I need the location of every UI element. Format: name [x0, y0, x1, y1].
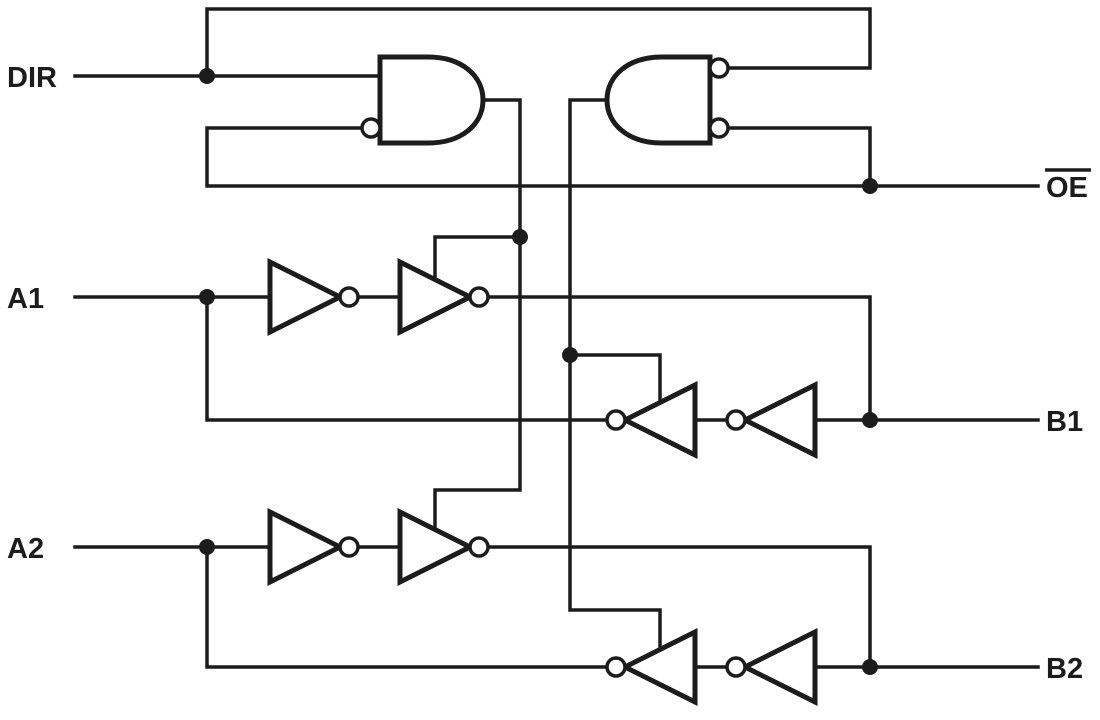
label-a2: A2 — [7, 533, 44, 565]
junction-b2 — [862, 659, 878, 675]
bubble-gate2-oe-input-icon — [708, 117, 730, 139]
buffer-b2-stage2 — [619, 627, 698, 707]
junction-dots — [199, 68, 878, 675]
buffer-b1-stage2 — [619, 380, 698, 460]
label-b1: B1 — [1046, 406, 1083, 438]
buffers — [267, 257, 818, 707]
junction-b-enable — [562, 347, 578, 363]
pin-labels: DIR A1 A2 OE B1 B2 — [7, 62, 1091, 685]
buffer-a2-stage2 — [397, 507, 476, 587]
bubble-gate2-dir-input-icon — [708, 57, 730, 79]
bubble-a2-stage2-icon — [468, 536, 490, 558]
gates — [377, 54, 713, 146]
bubble-a1-stage1-icon — [338, 286, 360, 308]
buffer-b2-stage1 — [739, 627, 818, 707]
junction-a1 — [199, 289, 215, 305]
label-oe: OE — [1046, 172, 1088, 204]
bubble-b1-stage2-icon — [605, 409, 627, 431]
wire-gate1-branch-a1-enable — [433, 235, 522, 282]
label-dir: DIR — [7, 62, 57, 94]
buffer-a1-stage2 — [397, 257, 476, 337]
bubble-b1-stage1-icon — [725, 409, 747, 431]
buffer-a1-stage1 — [267, 257, 346, 337]
junction-dir — [199, 68, 215, 84]
bubble-b2-stage2-icon — [605, 656, 627, 678]
label-a1: A1 — [7, 283, 44, 315]
bubble-a1-stage2-icon — [468, 286, 490, 308]
wire-gate2-branch-b1-enable — [568, 353, 662, 404]
wire-a1-to-b1 — [486, 295, 872, 422]
wire-gate1-output-rail — [433, 98, 522, 532]
bubble-gate1-oe-input-icon — [360, 117, 382, 139]
buffer-a2-stage1 — [267, 507, 346, 587]
wire-oe-to-gate2 — [726, 126, 872, 188]
wire-b1-to-a1 — [205, 295, 609, 422]
junction-a-enable — [512, 229, 528, 245]
and-gate-b-enable — [604, 54, 713, 146]
and-gate-a-enable — [377, 54, 486, 146]
junction-b1 — [862, 412, 878, 428]
wire-a2-to-b2 — [486, 545, 872, 669]
buffer-b1-stage1 — [739, 380, 818, 460]
junction-oe — [862, 178, 878, 194]
bubble-b2-stage1-icon — [725, 656, 747, 678]
wire-gate2-output-rail — [568, 98, 662, 652]
junction-a2 — [199, 539, 215, 555]
label-b2: B2 — [1046, 653, 1083, 685]
wire-dir-feedback — [205, 7, 872, 78]
wire-b2-to-a2 — [205, 545, 609, 669]
bubble-a2-stage1-icon — [338, 536, 360, 558]
wires — [73, 7, 1040, 669]
wire-oe-input — [205, 126, 1040, 188]
inversion-bubbles — [338, 57, 747, 678]
